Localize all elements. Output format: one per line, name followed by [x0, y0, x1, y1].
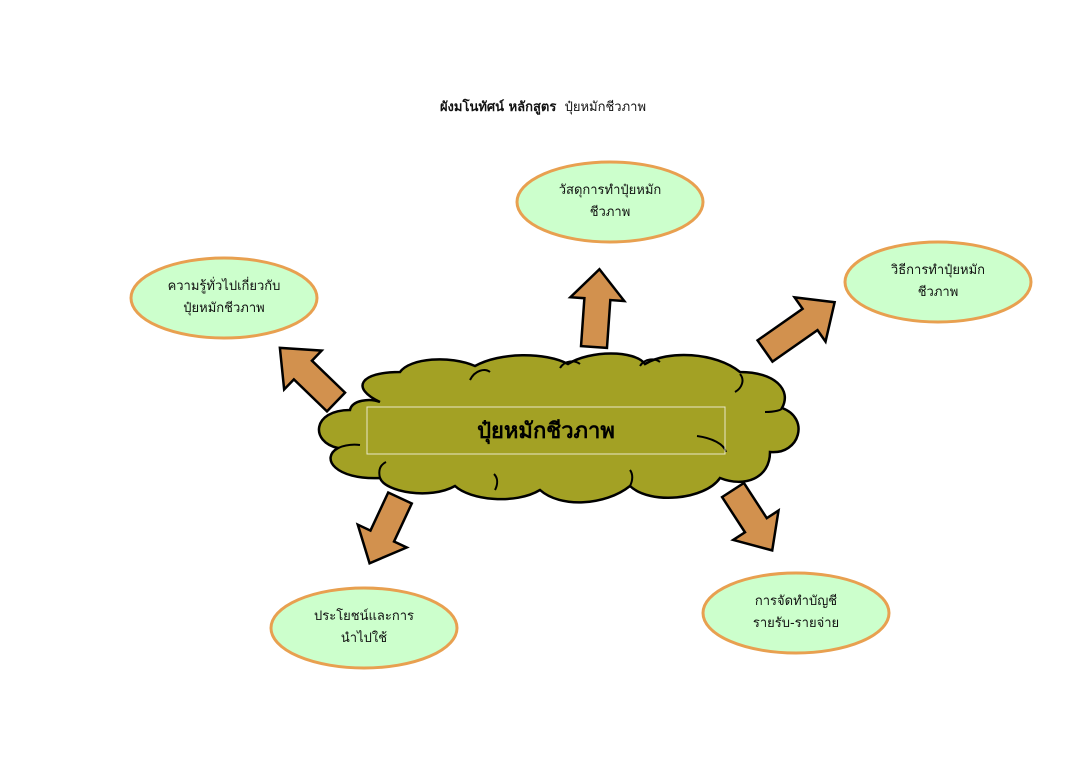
center-cloud [317, 352, 800, 504]
node-benefits-label: ประโยชน์และการ นำไปใช้ [313, 609, 414, 646]
title-bold: ผังมโนทัศน์ หลักสูตร [439, 100, 557, 115]
node-materials-shape [515, 160, 705, 244]
node-general-label: ความรู้ทั่วไปเกี่ยวกับ ปุ๋ยหมักชีวภาพ [167, 279, 281, 316]
arrow-to-accounting [720, 481, 781, 552]
node-method-label: วิธีการทำปุ๋ยหมัก ชีวภาพ [890, 263, 986, 300]
center-label: ปุ๋ยหมักชีวภาพ [477, 419, 615, 444]
arrow-to-benefits [355, 490, 414, 565]
node-method-shape [843, 240, 1033, 324]
arrow-to-general [278, 346, 347, 414]
node-benefits-shape [269, 586, 459, 670]
arrow-to-method [755, 295, 837, 364]
node-materials-label: วัสดุการทำปุ๋ยหมัก ชีวภาพ [558, 183, 662, 220]
title-normal: ปุ๋ยหมักชีวภาพ [564, 100, 647, 115]
node-general-shape [129, 256, 319, 340]
node-accounting-shape [701, 571, 891, 655]
node-accounting-label: การจัดทำบัญชี รายรับ-รายจ่าย [752, 594, 840, 631]
page-title: ผังมโนทัศน์ หลักสูตร ปุ๋ยหมักชีวภาพ [0, 96, 1086, 117]
arrow-to-materials [567, 267, 627, 350]
